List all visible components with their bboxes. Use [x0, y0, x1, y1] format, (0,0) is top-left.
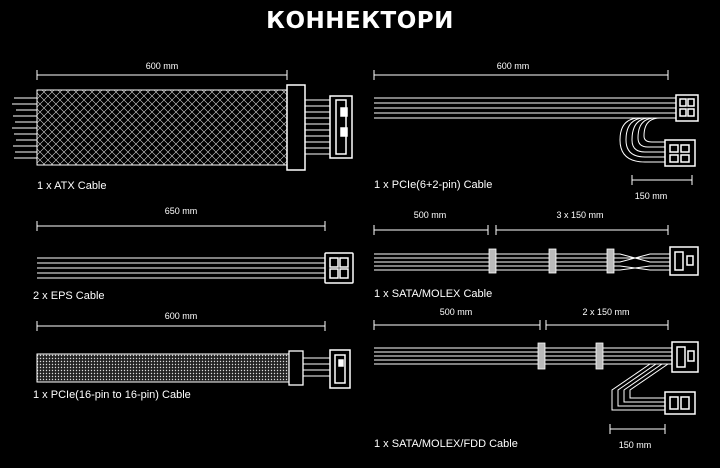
- pcie62-main-connector: [675, 94, 699, 122]
- sata-molex-fdd-clips: [537, 342, 604, 370]
- atx-cable: 600 mm 1 x ATX Cable: [12, 61, 353, 192]
- pcie16-sleeve: [36, 353, 290, 383]
- pcie62-cable: 600 mm 150 mm 1 x: [373, 61, 699, 201]
- atx-cable-label: 1 x ATX Cable: [37, 180, 107, 192]
- pcie62-length-label: 600 mm: [497, 61, 530, 71]
- sata-molex-fdd-branch-connector: [664, 391, 696, 415]
- pcie62-branch-length-label: 150 mm: [635, 191, 668, 201]
- sata-molex-fdd-branch-length-label: 150 mm: [619, 440, 652, 450]
- atx-boot: [286, 84, 306, 171]
- sata-molex-fdd-spacing-label: 2 x 150 mm: [582, 307, 629, 317]
- eps-connector: [324, 252, 354, 284]
- eps-length-label: 650 mm: [165, 206, 198, 216]
- sata-molex-clips: [488, 248, 615, 274]
- atx-dimension: [36, 70, 288, 80]
- pcie62-branch-connector: [664, 139, 696, 167]
- pcie16-connector: [329, 349, 351, 389]
- sata-molex-fdd-first-label: 500 mm: [440, 307, 473, 317]
- pcie16-cable-label: 1 x PCIe(16-pin to 16-pin) Cable: [33, 389, 191, 401]
- sata-molex-cable: 500 mm 3 x 150 mm 1 x SATA/MOLEX Cable: [373, 210, 699, 300]
- pcie16-cable: 600 mm 1 x PCIe(16-pin to 16-pin) Cable: [33, 311, 351, 401]
- pcie62-cable-label: 1 x PCIe(6+2-pin) Cable: [374, 179, 492, 191]
- page-title: КОННЕКТОРИ: [266, 8, 454, 34]
- eps-cable: 650 mm 2 x EPS Cable: [33, 206, 354, 302]
- sata-molex-fdd-cable-label: 1 x SATA/MOLEX/FDD Cable: [374, 438, 518, 450]
- sata-molex-connector: [669, 246, 699, 276]
- atx-sleeve: [36, 89, 288, 166]
- eps-cable-label: 2 x EPS Cable: [33, 290, 105, 302]
- sata-molex-first-label: 500 mm: [414, 210, 447, 220]
- atx-connector: [329, 95, 353, 159]
- pcie16-length-label: 600 mm: [165, 311, 198, 321]
- atx-length-label: 600 mm: [146, 61, 179, 71]
- sata-molex-spacing-label: 3 x 150 mm: [556, 210, 603, 220]
- sata-molex-cable-label: 1 x SATA/MOLEX Cable: [374, 288, 492, 300]
- sata-molex-fdd-main-connector: [671, 341, 699, 373]
- sata-molex-fdd-cable: 500 mm 2 x 150 mm: [373, 307, 699, 450]
